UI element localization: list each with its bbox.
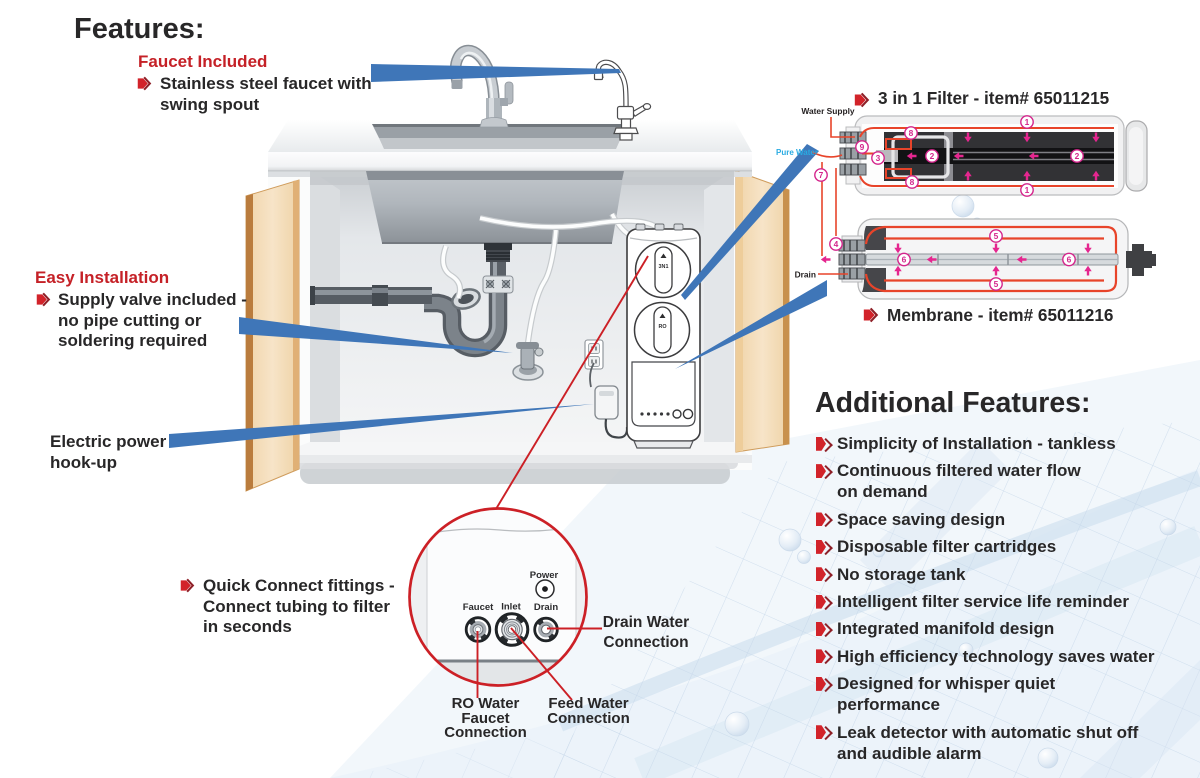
svg-text:5: 5 bbox=[994, 279, 999, 289]
svg-text:6: 6 bbox=[902, 255, 907, 265]
svg-text:4: 4 bbox=[834, 239, 839, 249]
svg-text:7: 7 bbox=[819, 170, 824, 180]
svg-text:Faucet: Faucet bbox=[463, 602, 494, 613]
svg-text:Power: Power bbox=[530, 570, 559, 581]
svg-text:8: 8 bbox=[909, 128, 914, 138]
svg-text:1: 1 bbox=[1025, 117, 1030, 127]
svg-text:2: 2 bbox=[930, 151, 935, 161]
svg-text:Inlet: Inlet bbox=[501, 602, 521, 613]
svg-text:Pure Water: Pure Water bbox=[776, 148, 818, 157]
svg-text:3: 3 bbox=[876, 153, 881, 163]
svg-text:5: 5 bbox=[994, 231, 999, 241]
svg-text:RO: RO bbox=[658, 324, 666, 330]
svg-text:6: 6 bbox=[1067, 255, 1072, 265]
svg-text:2: 2 bbox=[1075, 151, 1080, 161]
svg-text:3N1: 3N1 bbox=[659, 264, 669, 270]
svg-text:Drain: Drain bbox=[534, 602, 558, 613]
svg-text:1: 1 bbox=[1025, 185, 1030, 195]
svg-text:8: 8 bbox=[910, 177, 915, 187]
svg-text:Drain: Drain bbox=[795, 270, 816, 280]
svg-text:9: 9 bbox=[860, 142, 865, 152]
svg-text:Water Supply: Water Supply bbox=[801, 106, 855, 116]
